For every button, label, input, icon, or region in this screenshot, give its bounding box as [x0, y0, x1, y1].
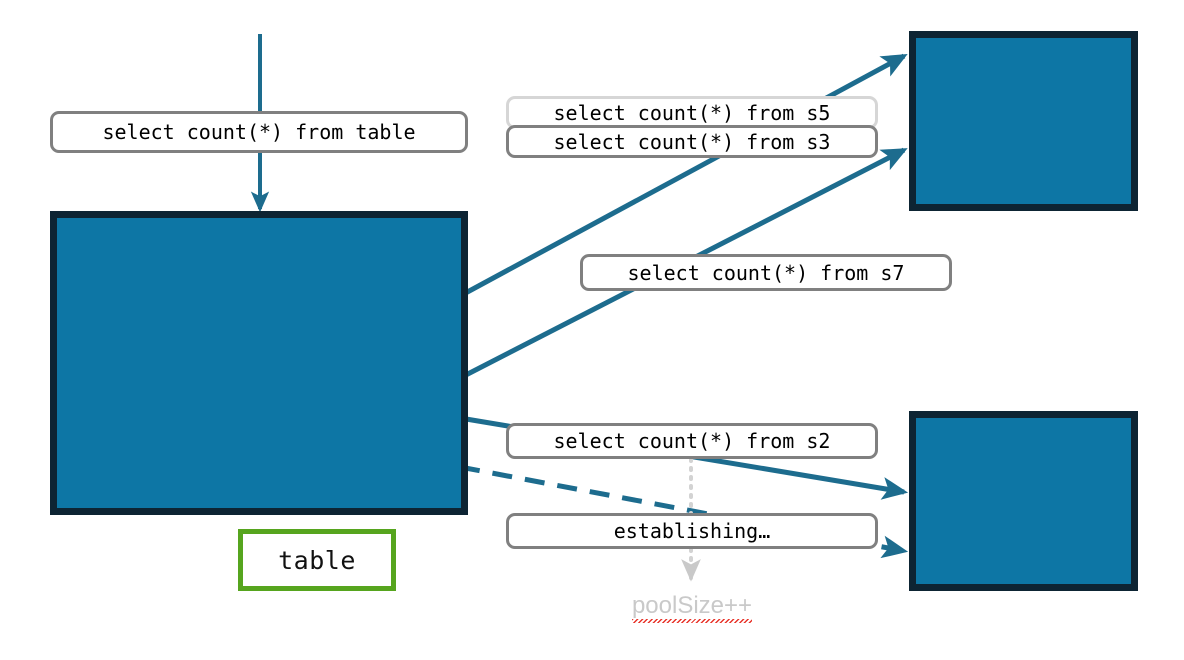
- query-label-s7[interactable]: select count(*) from s7: [580, 254, 952, 291]
- poolsize-annotation: poolSize++: [592, 592, 792, 623]
- query-label-s2[interactable]: select count(*) from s2: [506, 423, 878, 459]
- node-table[interactable]: table: [238, 529, 396, 591]
- source-query-label[interactable]: select count(*) from table: [50, 111, 468, 153]
- status-label-establishing[interactable]: establishing…: [506, 513, 878, 549]
- poolsize-annotation-text: poolSize++: [631, 592, 753, 623]
- pool-top-panel: s1 s3 s5 s7: [909, 31, 1138, 211]
- table-panel: table: [50, 211, 468, 591]
- pool-bottom-panel: s2 s6 s4: [909, 411, 1138, 591]
- query-label-s3[interactable]: select count(*) from s3: [506, 125, 878, 158]
